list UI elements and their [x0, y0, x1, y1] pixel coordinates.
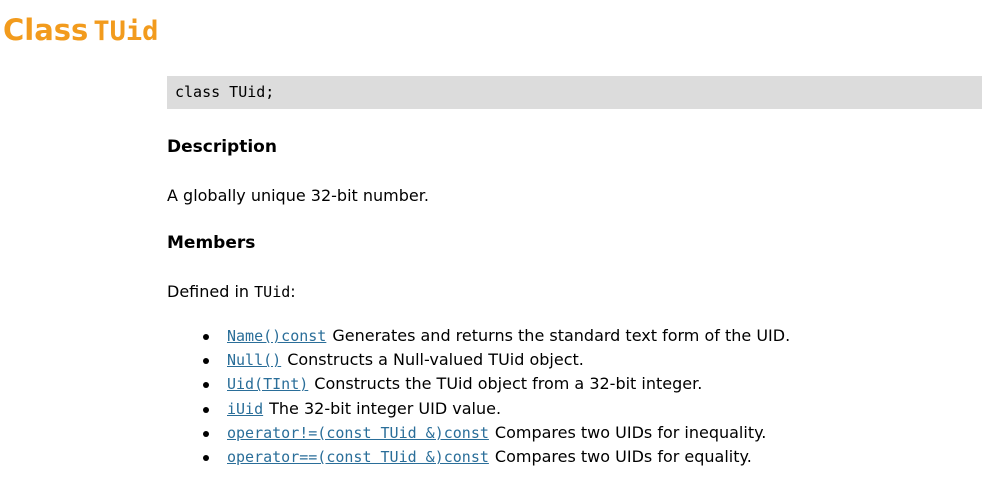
defined-in-suffix: : [290, 282, 296, 301]
member-summary: Constructs the TUid object from a 32-bit… [314, 374, 703, 394]
list-item: Uid(TInt) Constructs the TUid object from… [203, 372, 790, 396]
bullet-icon [203, 382, 209, 389]
page-title-prefix: Class [3, 13, 89, 47]
member-link-operator-not-equal[interactable]: operator!=(const TUid &)const [227, 423, 489, 442]
member-summary: Generates and returns the standard text … [332, 326, 791, 345]
members-heading: Members [167, 233, 256, 253]
bullet-icon [203, 455, 209, 462]
bullet-icon [203, 406, 209, 413]
list-item: Name()const Generates and returns the sta… [203, 324, 790, 348]
member-link-operator-equal[interactable]: operator==(const TUid &)const [227, 448, 489, 467]
list-item: Null() Constructs a Null-valued TUid obje… [203, 348, 790, 372]
list-item: operator==(const TUid &)const Compares tw… [203, 445, 790, 469]
list-item: iUid The 32-bit integer UID value. [203, 397, 790, 421]
defined-in-class: TUid [254, 283, 291, 301]
member-summary: Constructs a Null-valued TUid object. [287, 350, 584, 370]
bullet-icon [203, 334, 209, 340]
bullet-icon [203, 358, 209, 365]
defined-in-label: Defined in [167, 282, 250, 301]
description-heading: Description [167, 137, 277, 157]
member-summary: Compares two UIDs for equality. [494, 447, 752, 467]
class-content: class TUid; Description A globally uniqu… [167, 76, 982, 466]
list-item: operator!=(const TUid &)const Compares tw… [203, 421, 790, 445]
bullet-icon [203, 430, 209, 437]
member-link-name[interactable]: Name()const [227, 327, 327, 345]
member-link-null[interactable]: Null() [227, 351, 282, 370]
member-summary: The 32-bit integer UID value. [269, 398, 502, 418]
member-link-uid[interactable]: Uid(TInt) [227, 375, 309, 394]
member-link-iuid[interactable]: iUid [227, 399, 264, 418]
member-summary: Compares two UIDs for inequality. [494, 422, 767, 442]
description-text: A globally unique 32-bit number. [167, 186, 429, 205]
member-list: Name()const Generates and returns the sta… [203, 324, 790, 469]
defined-in-line: Defined in TUid: [167, 280, 296, 304]
class-declaration: class TUid; [167, 76, 982, 109]
page-title-class-name: TUid [93, 16, 159, 47]
